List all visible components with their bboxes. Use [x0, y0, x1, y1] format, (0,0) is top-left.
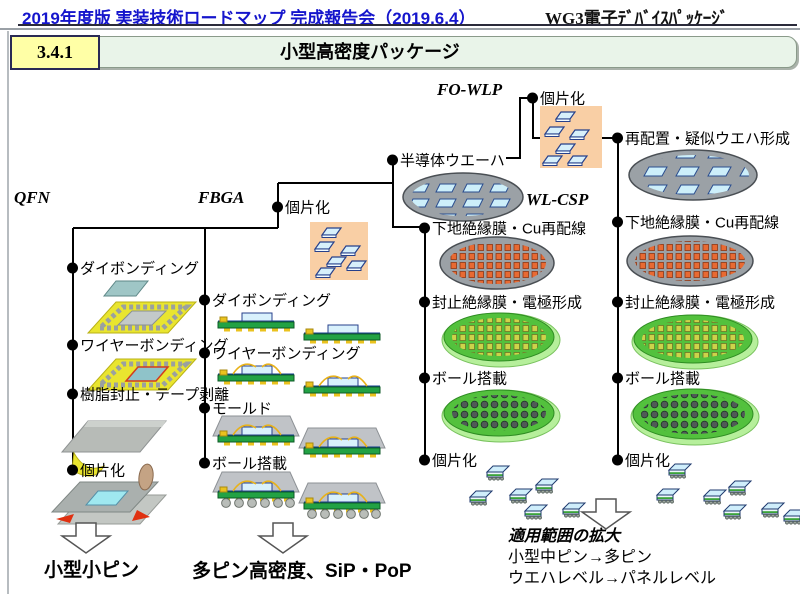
step-fbga-mold: モールド — [199, 398, 272, 419]
result-fbga: 多ピン高密度、SiP・PoP — [192, 561, 412, 582]
section-number: 3.4.1 — [10, 35, 100, 70]
section-title-bar — [12, 36, 797, 68]
wafer-fowlp-reconstituted — [628, 149, 758, 201]
step-qfn-diebond: ダイボンディング — [67, 258, 199, 279]
node-bullet — [612, 372, 623, 384]
step-fbga-wirebond: ワイヤーボンディング — [199, 343, 361, 364]
step-qfn-mold-tape: 樹脂封止・テープ剥離 — [67, 384, 229, 405]
step-wlcsp-ball: ボール搭載 — [419, 368, 507, 389]
step-root-wafer: 半導体ウエーハ — [387, 150, 505, 171]
node-bullet — [67, 339, 78, 351]
qfn-mold-tape-image — [60, 420, 168, 477]
slide-left-border — [7, 31, 9, 594]
page-title: 小型高密度パッケージ — [280, 42, 460, 62]
node-bullet — [419, 222, 430, 234]
node-bullet — [419, 296, 430, 308]
node-bullet — [67, 262, 78, 274]
node-bullet — [419, 454, 430, 466]
node-bullet — [199, 402, 210, 414]
node-bullet — [387, 154, 398, 166]
node-bullet — [527, 92, 538, 104]
qfn-diebond-image — [86, 280, 198, 334]
header-underline — [18, 24, 797, 26]
fowlp-singulated-packages — [656, 463, 800, 525]
step-wlcsp-rdl: 下地絶縁膜・Cu再配線 — [419, 218, 586, 239]
node-bullet — [612, 132, 623, 144]
step-fowlp-rdl: 下地絶縁膜・Cu再配線 — [612, 212, 779, 233]
category-label-qfn: QFN — [14, 188, 50, 207]
wafer-wlcsp-ball — [441, 389, 561, 443]
step-fbga-diebond: ダイボンディング — [199, 290, 331, 311]
expansion-note-title: 適用範囲の拡大 — [508, 528, 621, 545]
wafer-semiconductor — [402, 172, 524, 222]
qfn-singulation-image — [50, 463, 168, 525]
node-bullet — [67, 464, 78, 476]
report-title: 2019年度版 実装技術ロードマップ 完成報告会（2019.6.4） — [22, 9, 476, 28]
node-bullet — [272, 201, 283, 213]
die-tray-fbga — [310, 222, 368, 280]
qfn-wirebond-image — [86, 358, 198, 391]
node-bullet — [612, 454, 623, 466]
wafer-fowlp-ball — [630, 388, 760, 446]
wafer-fowlp-seal — [631, 314, 759, 370]
expansion-note-line1: 小型中ピン→多ピン — [508, 549, 653, 566]
step-branch-singulation: 個片化 — [272, 197, 330, 218]
step-fowlp-reconstitute: 再配置・疑似ウエハ形成 — [612, 128, 790, 149]
category-label-fowlp: FO-WLP — [437, 80, 503, 99]
node-bullet — [199, 294, 210, 306]
fbga-wirebond-image — [218, 364, 380, 396]
die-tray-fowlp — [540, 106, 602, 168]
wafer-wlcsp-seal — [441, 312, 561, 368]
result-qfn: 小型小ピン — [44, 560, 140, 581]
category-label-wlcsp: WL-CSP — [526, 190, 589, 209]
fbga-diebond-image — [217, 312, 381, 344]
step-wlcsp-seal: 封止絶縁膜・電極形成 — [419, 292, 582, 313]
node-bullet — [199, 347, 210, 359]
node-bullet — [419, 372, 430, 384]
step-wlcsp-singulation: 個片化 — [419, 450, 477, 471]
expansion-note: 適用範囲の拡大 小型中ピン→多ピン ウエハレベル→パネルレベル — [508, 526, 716, 589]
step-qfn-singulation: 個片化 — [67, 460, 125, 481]
step-fowlp-seal: 封止絶縁膜・電極形成 — [612, 292, 775, 313]
header-rule — [0, 28, 800, 30]
fbga-down-arrow-icon — [258, 522, 308, 554]
wlcsp-singulated-packages — [469, 465, 586, 520]
step-qfn-wirebond: ワイヤーボンディング — [67, 335, 229, 356]
step-fowlp-singulation-pre: 個片化 — [527, 88, 585, 109]
expansion-note-line2: ウエハレベル→パネルレベル — [508, 570, 717, 587]
fbga-mold-image — [213, 416, 385, 458]
wafer-wlcsp-rdl — [439, 236, 555, 290]
step-fowlp-singulation: 個片化 — [612, 450, 670, 471]
step-fowlp-ball: ボール搭載 — [612, 368, 700, 389]
node-bullet — [199, 457, 210, 469]
node-bullet — [612, 216, 623, 228]
node-bullet — [612, 296, 623, 308]
fbga-ball-image — [213, 472, 385, 518]
workgroup-title: WG3電子ﾃﾞﾊﾞｲｽﾊﾟｯｹｰｼﾞ — [545, 9, 729, 28]
wafer-fowlp-rdl — [626, 235, 754, 287]
node-bullet — [67, 388, 78, 400]
qfn-down-arrow-icon — [61, 522, 111, 554]
category-label-fbga: FBGA — [198, 188, 245, 207]
note-down-arrow-icon — [581, 498, 631, 530]
step-fbga-ball: ボール搭載 — [199, 453, 287, 474]
